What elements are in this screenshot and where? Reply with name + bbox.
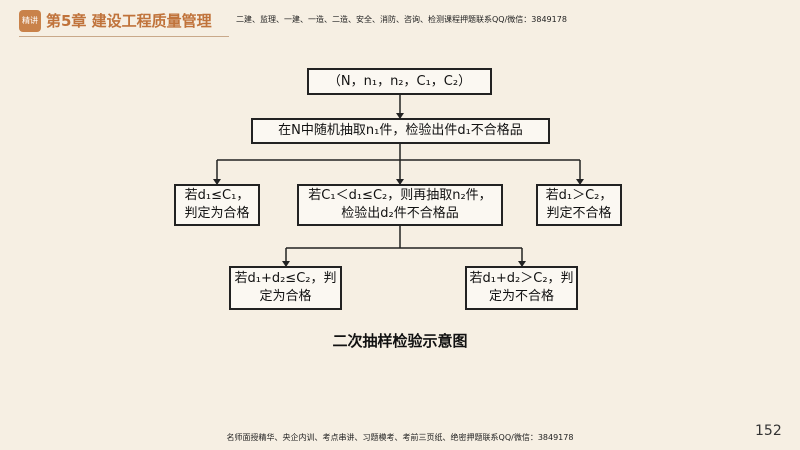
first-reject-box: 若d₁＞C₂， 判定不合格	[536, 184, 622, 226]
first-reject-line-2: 判定不合格	[546, 206, 612, 221]
page-number: 152	[755, 423, 782, 439]
second-reject-line-2: 定为不合格	[488, 289, 554, 304]
first-accept-line-2: 判定为合格	[184, 206, 250, 221]
sampling-parameters-text: （N，n₁，n₂，C₁，C₂）	[327, 73, 472, 89]
second-accept-box: 若d₁+d₂≤C₂，判 定为合格	[229, 266, 342, 310]
header-divider	[19, 36, 229, 37]
second-sampling-line-1: 若C₁＜d₁≤C₂，则再抽取n₂件，	[308, 188, 492, 203]
diagram-caption: 二次抽样检验示意图	[332, 332, 468, 350]
second-accept-line-1: 若d₁+d₂≤C₂，判	[234, 271, 337, 286]
sampling-parameters-box: （N，n₁，n₂，C₁，C₂）	[307, 68, 492, 95]
first-sampling-text: 在N中随机抽取n₁件，检验出件d₁不合格品	[278, 123, 523, 138]
second-sampling-box: 若C₁＜d₁≤C₂，则再抽取n₂件， 检验出d₂件不合格品	[297, 184, 503, 226]
footer-contact-note: 名师面授精华、央企内训、考点串讲、习题模考、考前三页纸、绝密押题联系QQ/微信：…	[226, 433, 574, 442]
chapter-title: 第5章 建设工程质量管理	[46, 12, 212, 30]
first-sampling-box: 在N中随机抽取n₁件，检验出件d₁不合格品	[251, 118, 550, 144]
first-accept-line-1: 若d₁≤C₁，	[184, 188, 250, 203]
second-accept-line-2: 定为合格	[259, 289, 312, 304]
second-sampling-line-2: 检验出d₂件不合格品	[341, 206, 459, 221]
second-reject-line-1: 若d₁+d₂＞C₂，判	[469, 271, 574, 286]
header-contact-note: 二建、监理、一建、一造、二造、安全、消防、咨询、检测课程押题联系QQ/微信：38…	[236, 15, 567, 24]
second-reject-box: 若d₁+d₂＞C₂，判 定为不合格	[465, 266, 578, 310]
first-reject-line-1: 若d₁＞C₂，	[545, 188, 613, 203]
first-accept-box: 若d₁≤C₁， 判定为合格	[174, 184, 260, 226]
chapter-badge: 精讲	[19, 10, 41, 32]
